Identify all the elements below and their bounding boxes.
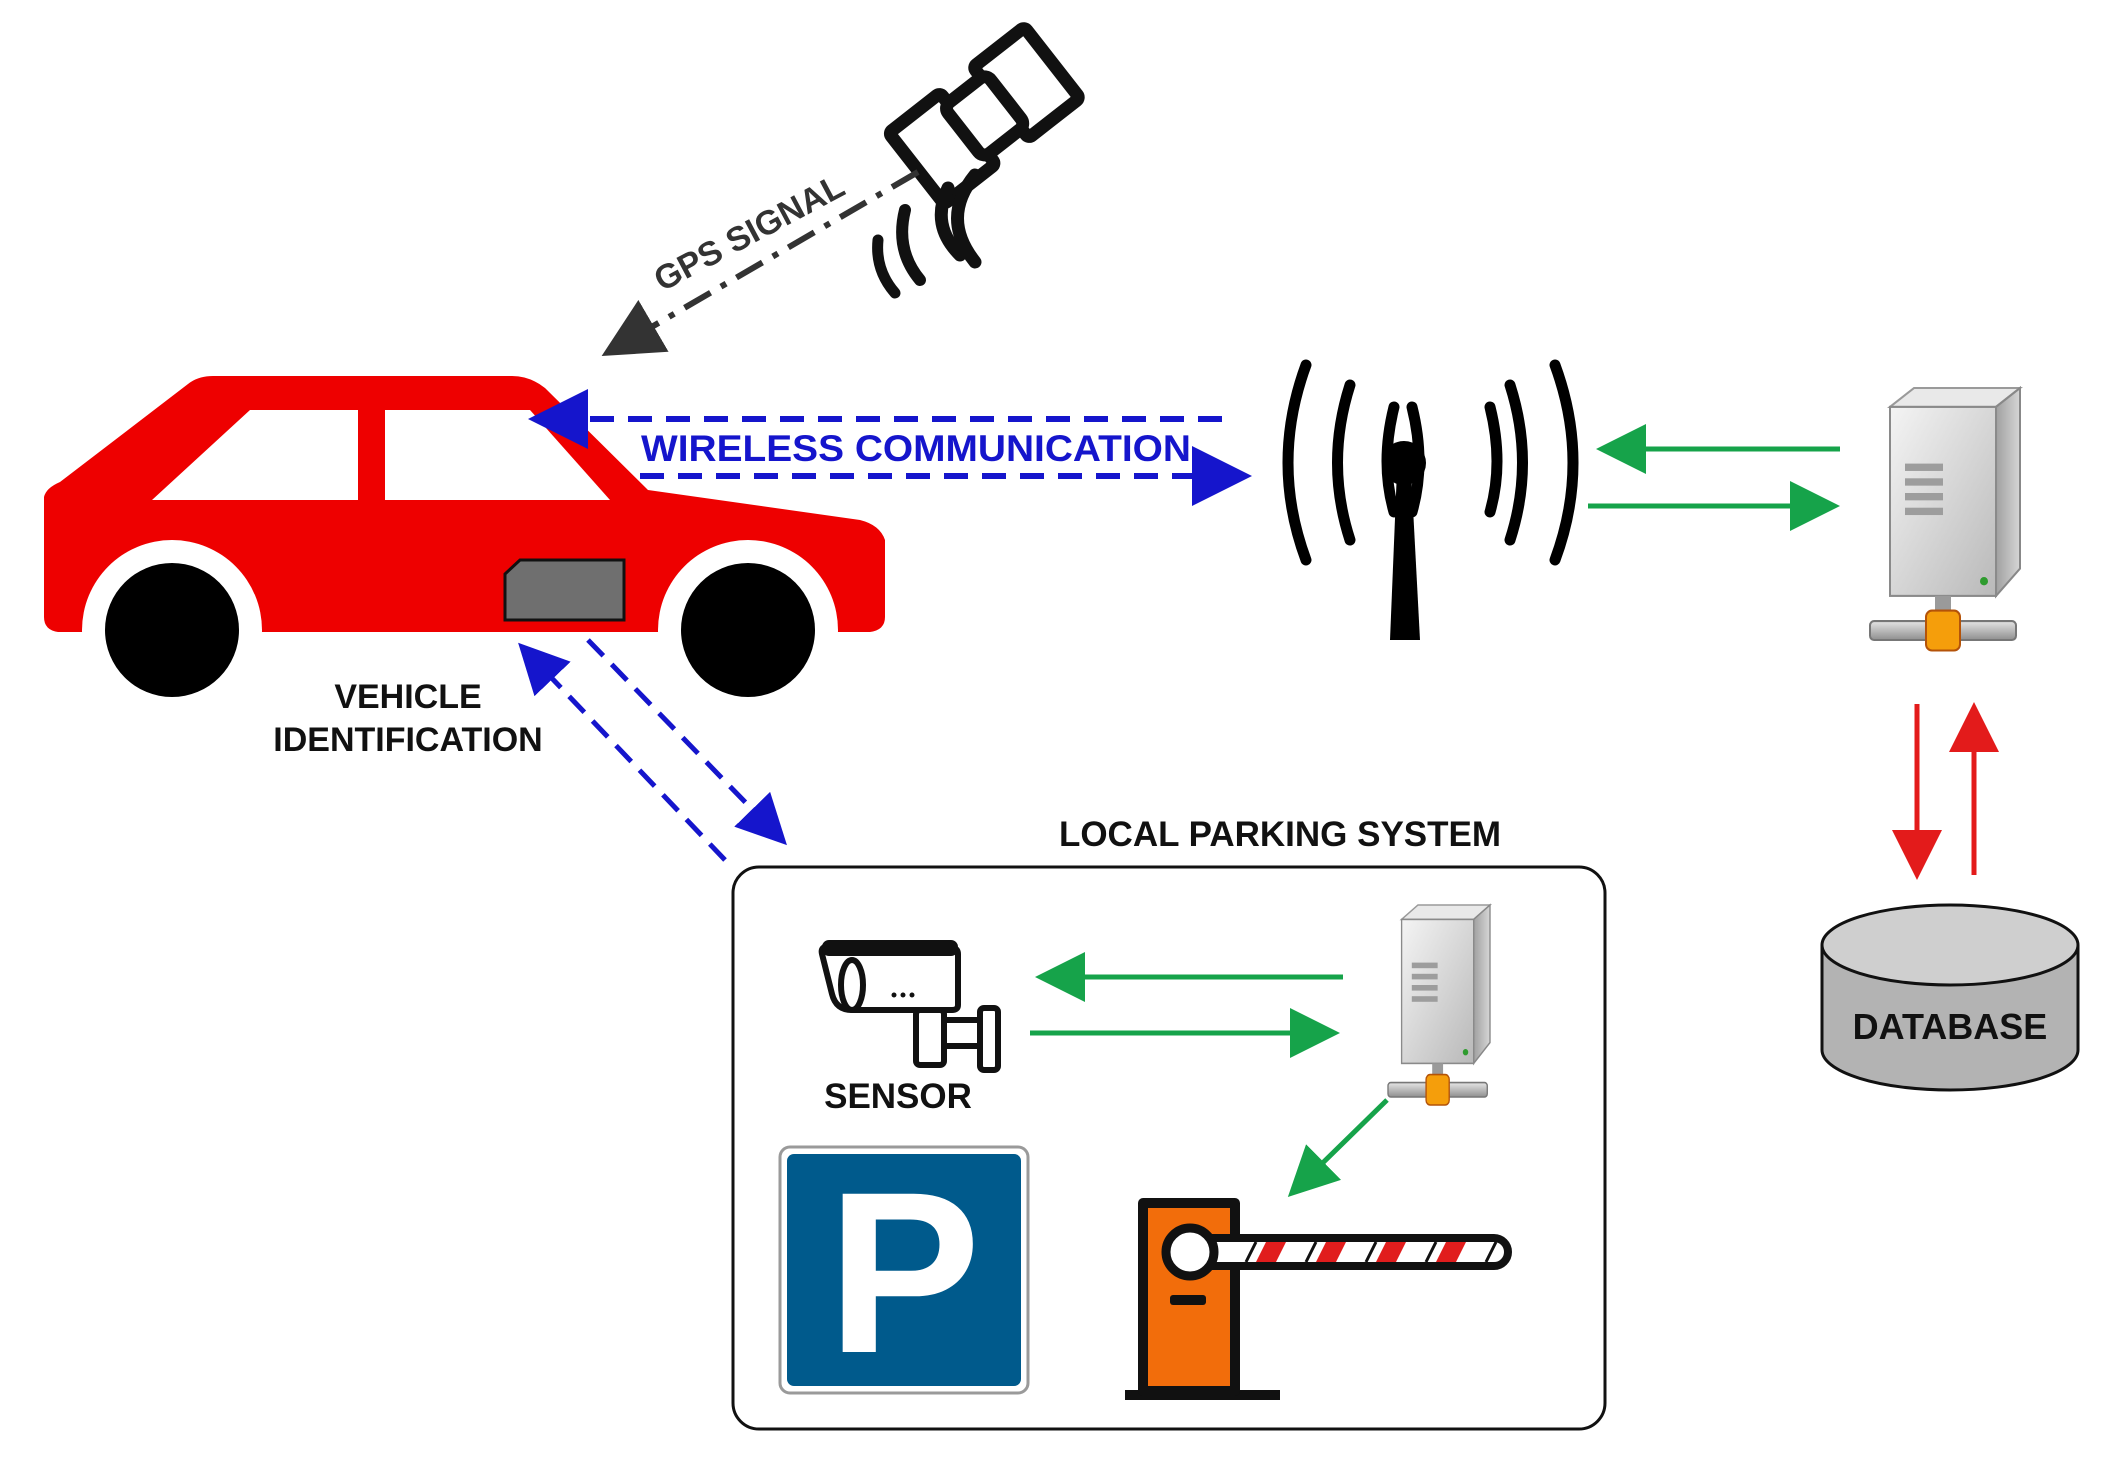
- sensor-label: SENSOR: [824, 1077, 972, 1116]
- antenna-icon: [1282, 359, 1579, 640]
- wireless-communication-label: WIRELESS COMMUNICATION: [641, 428, 1191, 469]
- server-icon: [1868, 386, 2022, 652]
- car-icon: [44, 376, 885, 720]
- parking-sign-icon: P: [778, 1144, 1030, 1401]
- database-label: DATABASE: [1853, 1006, 2048, 1047]
- gps-signal-label: GPS SIGNAL: [648, 167, 851, 299]
- vehicle-identification-label-line1: VEHICLE: [334, 678, 481, 716]
- satellite-icon: [872, 22, 1085, 299]
- barrier-gate-icon: [1125, 1198, 1512, 1400]
- parking-sign-letter: P: [827, 1144, 980, 1401]
- camera-icon: [818, 940, 1001, 1073]
- local-arrow-to-barrier: [1287, 1098, 1389, 1197]
- local-parking-system-title: LOCAL PARKING SYSTEM: [1059, 815, 1501, 854]
- vehicle-identification-label-line2: IDENTIFICATION: [273, 721, 542, 759]
- identification-arrow-to-parking: [586, 638, 787, 846]
- database-icon: [1820, 903, 2080, 1092]
- identification-arrow-to-car: [518, 642, 727, 862]
